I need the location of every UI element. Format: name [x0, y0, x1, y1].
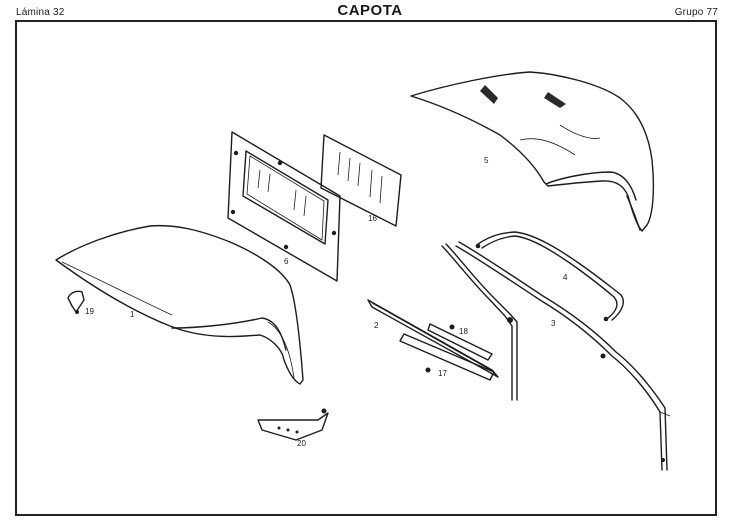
callout-18: 18 [459, 327, 468, 336]
part-2-side-strip [367, 299, 499, 378]
part-4-top-bow [475, 231, 624, 322]
drawing-frame [15, 20, 717, 516]
part-17-seal-strip [399, 333, 495, 381]
part-19-clamp [67, 290, 85, 314]
part-18-seal-strip [427, 323, 493, 361]
callout-4: 4 [563, 273, 568, 282]
part-5-rear-top-cover [410, 71, 655, 232]
callout-19: 19 [85, 307, 94, 316]
callout-3: 3 [551, 319, 556, 328]
part-6-window-frame [227, 131, 341, 282]
callout-5: 5 [484, 156, 489, 165]
page-title: CAPOTA [337, 2, 403, 19]
callout-6: 6 [284, 257, 289, 266]
callout-17: 17 [438, 369, 447, 378]
part-20-bracket [257, 408, 329, 441]
part-16-window-pane [320, 134, 402, 227]
part-3-folding-frame [441, 241, 671, 471]
plate-number: Lámina 32 [16, 7, 65, 18]
callout-16: 16 [368, 214, 377, 223]
callout-20: 20 [297, 439, 306, 448]
group-number: Grupo 77 [674, 7, 718, 18]
callout-2: 2 [374, 321, 379, 330]
callout-1: 1 [130, 310, 135, 319]
part-1-front-top-cover [55, 224, 304, 385]
